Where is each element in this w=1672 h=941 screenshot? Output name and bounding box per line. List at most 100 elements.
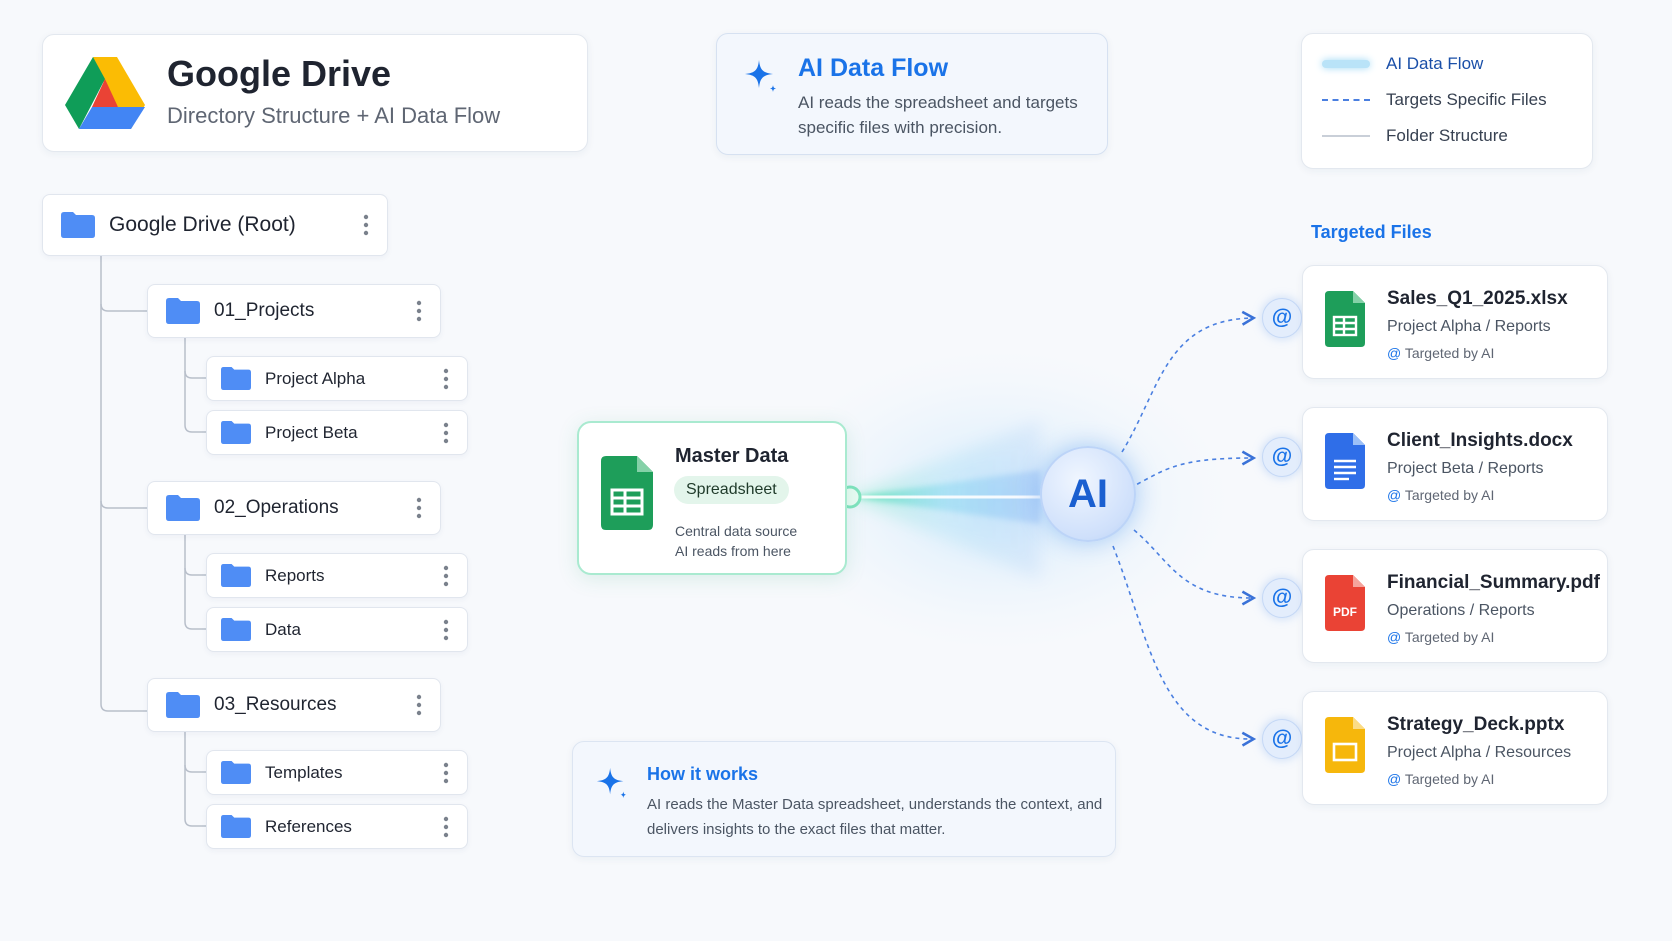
legend-label: Targets Specific Files xyxy=(1386,90,1547,109)
tree-connectors xyxy=(100,256,206,827)
file-name: Financial_Summary.pdf xyxy=(1387,572,1600,593)
folder-icon xyxy=(166,692,200,718)
folder-icon xyxy=(221,367,251,390)
folder-icon xyxy=(166,298,200,324)
folder-label: Project Beta xyxy=(265,422,358,442)
master-data-title: Master Data xyxy=(675,445,789,467)
connector-to-file-2 xyxy=(1129,450,1257,489)
more-options-icon[interactable] xyxy=(443,565,449,587)
folder-icon xyxy=(221,815,251,838)
folder-label: Templates xyxy=(265,762,343,782)
folder-icon xyxy=(166,495,200,521)
mention-symbol: @ xyxy=(1387,771,1402,787)
docs-icon xyxy=(1325,433,1365,489)
tree-folder-templates[interactable]: Templates xyxy=(206,750,468,795)
file-path: Project Alpha / Resources xyxy=(1387,744,1572,761)
mention-icon: @ xyxy=(1262,578,1302,618)
more-options-icon[interactable] xyxy=(443,422,449,444)
targeted-tag: @ Targeted by AI xyxy=(1387,345,1494,361)
file-path: Project Beta / Reports xyxy=(1387,460,1544,477)
more-options-icon[interactable] xyxy=(416,497,422,519)
more-options-icon[interactable] xyxy=(416,300,422,322)
page-title: Google Drive xyxy=(167,53,392,94)
sparkle-icon xyxy=(745,60,776,92)
folder-label: References xyxy=(265,816,352,836)
pdf-icon: PDF xyxy=(1325,575,1365,631)
targeted-tag-text: Targeted by AI xyxy=(1404,345,1495,361)
folder-label: Project Alpha xyxy=(265,368,366,388)
master-desc-line: Central data source xyxy=(675,523,798,539)
mention-icon: @ xyxy=(1262,298,1302,338)
how-it-works-card: How it works AI reads the Master Data sp… xyxy=(572,741,1116,857)
legend-label: Folder Structure xyxy=(1386,126,1508,145)
more-options-icon[interactable] xyxy=(443,816,449,838)
more-options-icon[interactable] xyxy=(416,694,422,716)
more-options-icon[interactable] xyxy=(443,619,449,641)
master-desc-line: AI reads from here xyxy=(675,543,791,559)
tree-root-label: Google Drive (Root) xyxy=(109,213,296,236)
folder-icon xyxy=(221,761,251,784)
connector-to-file-4 xyxy=(1112,545,1257,747)
tree-folder-project-beta[interactable]: Project Beta xyxy=(206,410,468,455)
folder-label: 01_Projects xyxy=(214,300,315,321)
title-card: Google Drive Directory Structure + AI Da… xyxy=(42,34,588,152)
ai-beam-wide xyxy=(850,420,1040,580)
tree-folder-project-alpha[interactable]: Project Alpha xyxy=(206,356,468,401)
file-name: Sales_Q1_2025.xlsx xyxy=(1387,288,1568,309)
file-card-strategy-deck[interactable]: Strategy_Deck.pptx Project Alpha / Resou… xyxy=(1302,691,1608,805)
ai-beam-core xyxy=(850,470,1040,524)
file-name: Client_Insights.docx xyxy=(1387,430,1573,451)
mention-icon: @ xyxy=(1262,719,1302,759)
legend-item-folder-structure: Folder Structure xyxy=(1322,124,1508,148)
legend-item-ai-data-flow: AI Data Flow xyxy=(1322,52,1483,76)
tree-root-folder[interactable]: Google Drive (Root) xyxy=(42,194,388,256)
ai-data-flow-description: AI reads the spreadsheet and targets spe… xyxy=(798,93,1078,137)
tree-folder-03-resources[interactable]: 03_Resources xyxy=(147,678,441,732)
how-it-works-title: How it works xyxy=(647,764,759,784)
connector-to-file-3 xyxy=(1133,529,1257,606)
targeted-files-heading: Targeted Files xyxy=(1311,222,1432,242)
file-card-client-insights[interactable]: Client_Insights.docx Project Beta / Repo… xyxy=(1302,407,1608,521)
legend-dashed-swatch xyxy=(1322,99,1370,101)
connector-to-file-1 xyxy=(1121,310,1257,453)
ai-node: AI xyxy=(1040,446,1136,542)
targeted-tag: @ Targeted by AI xyxy=(1387,487,1494,503)
folder-icon xyxy=(221,421,251,444)
more-options-icon[interactable] xyxy=(443,762,449,784)
folder-label: Reports xyxy=(265,565,325,585)
legend-label: AI Data Flow xyxy=(1386,54,1484,73)
targeted-tag: @ Targeted by AI xyxy=(1387,629,1494,645)
tree-folder-01-projects[interactable]: 01_Projects xyxy=(147,284,441,338)
tree-folder-references[interactable]: References xyxy=(206,804,468,849)
file-path: Project Alpha / Reports xyxy=(1387,318,1551,335)
file-card-financial-summary[interactable]: PDF Financial_Summary.pdf Operations / R… xyxy=(1302,549,1608,663)
pdf-icon-label: PDF xyxy=(1333,605,1357,619)
folder-label: 02_Operations xyxy=(214,497,339,518)
tree-folder-reports[interactable]: Reports xyxy=(206,553,468,598)
folder-icon xyxy=(221,618,251,641)
google-drive-logo-icon xyxy=(65,57,145,129)
legend-glow-swatch xyxy=(1322,60,1370,68)
more-options-icon[interactable] xyxy=(363,214,369,236)
more-options-icon[interactable] xyxy=(443,368,449,390)
mention-symbol: @ xyxy=(1387,345,1402,361)
folder-icon xyxy=(221,564,251,587)
spreadsheet-badge: Spreadsheet xyxy=(674,476,789,504)
legend: AI Data Flow Targets Specific Files Fold… xyxy=(1301,33,1593,169)
mention-symbol: @ xyxy=(1387,487,1402,503)
sheets-icon xyxy=(1325,291,1365,347)
file-path: Operations / Reports xyxy=(1387,602,1535,619)
file-card-sales[interactable]: Sales_Q1_2025.xlsx Project Alpha / Repor… xyxy=(1302,265,1608,379)
targeted-tag: @ Targeted by AI xyxy=(1387,771,1494,787)
slides-icon xyxy=(1325,717,1365,773)
sheets-icon xyxy=(601,456,653,530)
tree-folder-02-operations[interactable]: 02_Operations xyxy=(147,481,441,535)
ai-data-flow-card: AI Data Flow AI reads the spreadsheet an… xyxy=(716,33,1108,155)
mention-icon: @ xyxy=(1262,437,1302,477)
targeted-tag-text: Targeted by AI xyxy=(1404,629,1495,645)
folder-label: 03_Resources xyxy=(214,694,337,715)
sparkle-icon xyxy=(596,767,627,799)
master-data-card[interactable]: Master Data Spreadsheet Central data sou… xyxy=(577,421,847,575)
page-subtitle: Directory Structure + AI Data Flow xyxy=(167,103,501,128)
tree-folder-data[interactable]: Data xyxy=(206,607,468,652)
